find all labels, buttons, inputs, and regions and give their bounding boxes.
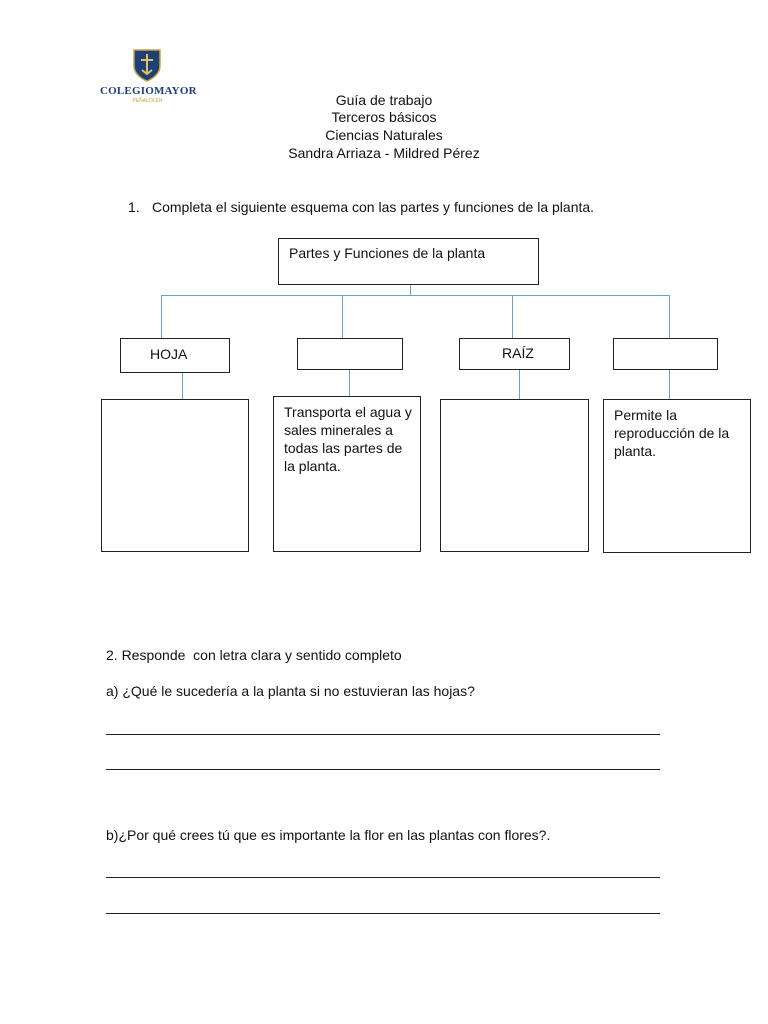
connector-function-1 (182, 373, 183, 399)
logo-text: COLEGIOMAYOR (100, 85, 197, 97)
connector-function-2 (349, 370, 350, 396)
answer-line-2b-1[interactable] (106, 877, 660, 878)
connector-function-3 (519, 370, 520, 399)
function-text-2: Transporta el agua y sales minerales a t… (284, 404, 412, 474)
part-box-raiz: RAÍZ (459, 338, 570, 370)
school-logo: COLEGIOMAYOR PEÑALOLÉN (100, 48, 197, 104)
diagram-root-label: Partes y Funciones de la planta (289, 245, 486, 261)
header-line-grade: Terceros básicos (331, 109, 437, 125)
connector-part-4 (669, 295, 670, 338)
answer-line-2a-2[interactable] (106, 769, 660, 770)
connector-part-2 (342, 295, 343, 338)
connector-part-3 (512, 295, 513, 338)
function-box-raiz[interactable] (440, 399, 589, 552)
question-1-number: 1. (128, 199, 140, 215)
question-1-text: Completa el siguiente esquema con las pa… (152, 199, 595, 215)
answer-line-2b-2[interactable] (106, 913, 660, 914)
connector-root-down (410, 285, 411, 296)
answer-line-2a-1[interactable] (106, 734, 660, 735)
part-box-blank-2[interactable] (613, 338, 718, 370)
function-box-hoja[interactable] (101, 399, 249, 552)
connector-function-4 (669, 370, 670, 399)
connector-horizontal (161, 295, 670, 296)
diagram-root-box: Partes y Funciones de la planta (278, 238, 539, 285)
function-text-4: Permite la reproducción de la planta. (614, 407, 730, 459)
part-box-blank-1[interactable] (297, 338, 403, 370)
function-box-tallo: Transporta el agua y sales minerales a t… (273, 396, 421, 552)
question-2a-text: a) ¿Qué le sucedería a la planta si no e… (106, 683, 475, 699)
question-2b-text: b)¿Por qué crees tú que es importante la… (106, 827, 551, 843)
question-2-title: 2. Responde con letra clara y sentido co… (106, 647, 402, 663)
connector-part-1 (161, 295, 162, 338)
part-label-hoja: HOJA (150, 346, 188, 362)
header-line-subject: Ciencias Naturales (325, 127, 443, 143)
part-label-raiz: RAÍZ (502, 345, 534, 361)
function-box-flor: Permite la reproducción de la planta. (603, 399, 751, 553)
part-box-hoja: HOJA (120, 338, 230, 373)
header-line-title: Guía de trabajo (335, 92, 433, 108)
header-line-teachers: Sandra Arriaza - Mildred Pérez (288, 145, 480, 161)
shield-icon (133, 49, 161, 82)
logo-subtext: PEÑALOLÉN (132, 98, 163, 104)
